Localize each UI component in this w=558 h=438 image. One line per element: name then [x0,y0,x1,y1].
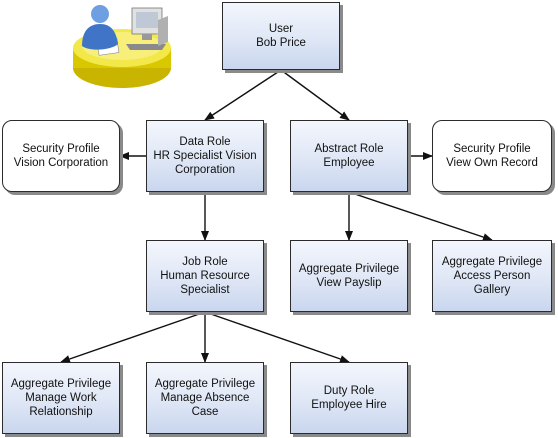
node-agg-absence-case[interactable]: Aggregate Privilege Manage Absence Case [146,362,264,434]
node-line: User [268,23,294,35]
connector-arrow [204,69,282,121]
node-line: Data Role [179,136,231,148]
node-line: Case [191,406,219,418]
node-line: Abstract Role [314,143,384,155]
node-line: Human Resource [160,270,250,282]
connector-arrow [204,311,350,363]
node-line: Gallery [473,284,511,296]
node-user[interactable]: User Bob Price [222,2,340,70]
node-line: Employee Hire [311,399,387,411]
node-line: Corporation [174,164,236,176]
node-agg-work-relationship[interactable]: Aggregate Privilege Manage Work Relation… [2,362,120,434]
node-agg-view-payslip[interactable]: Aggregate Privilege View Payslip [290,240,408,312]
node-line: Manage Work [25,392,97,404]
node-line: Duty Role [323,385,375,397]
node-line: Aggregate Privilege [154,378,256,390]
node-line: View Own Record [446,157,538,169]
node-line: Relationship [29,406,93,418]
node-line: Employee [323,157,375,169]
node-line: Access Person [453,270,531,282]
node-line: Bob Price [256,37,306,49]
node-line: Security Profile [22,143,100,155]
user-at-computer-icon [73,5,171,88]
node-line: Aggregate Privilege [10,378,112,390]
connector-arrow [280,69,350,121]
node-job-role[interactable]: Job Role Human Resource Specialist [146,240,264,312]
node-security-profile-own[interactable]: Security Profile View Own Record [432,120,552,192]
node-line: Job Role [182,256,228,268]
node-agg-access-gallery[interactable]: Aggregate Privilege Access Person Galler… [432,240,552,312]
node-line: Specialist [180,284,230,296]
node-duty-employee-hire[interactable]: Duty Role Employee Hire [290,362,408,434]
node-line: Vision Corporation [13,157,109,169]
node-line: Security Profile [453,143,531,155]
node-abstract-role[interactable]: Abstract Role Employee [290,120,408,192]
connector-arrow [348,191,493,241]
node-line: Aggregate Privilege [298,263,400,275]
node-security-profile-vision[interactable]: Security Profile Vision Corporation [2,120,120,192]
node-line: HR Specialist Vision [153,150,257,162]
node-line: View Payslip [316,277,382,289]
connector-arrow [60,311,206,363]
node-line: Aggregate Privilege [441,256,543,268]
node-data-role[interactable]: Data Role HR Specialist Vision Corporati… [146,120,264,192]
node-line: Manage Absence [160,392,250,404]
